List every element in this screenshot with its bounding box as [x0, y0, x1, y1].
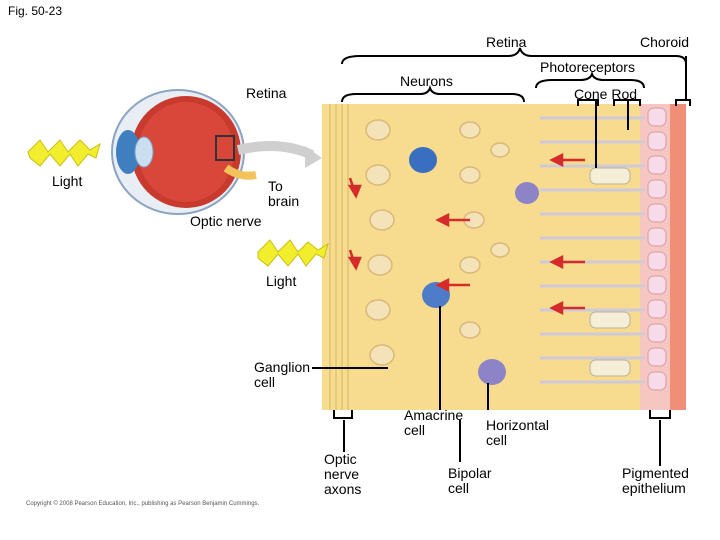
label-pigmented-epithelium: Pigmented epithelium [622, 465, 689, 496]
label-optic-nerve-axons: Optic nerve axons [324, 451, 362, 497]
epithelium-cells [647, 107, 667, 391]
brace-retina [341, 47, 687, 65]
ganglion-cells [365, 119, 395, 366]
label-light-mid: Light [266, 273, 297, 289]
lightning-left [27, 139, 101, 167]
label-neurons: Neurons [400, 73, 453, 89]
label-optic-nerve: Optic nerve [190, 213, 262, 229]
label-horizontal-cell: Horizontal cell [486, 417, 550, 448]
label-light-left: Light [52, 173, 83, 189]
bipolar-cells [459, 121, 510, 339]
brace-photoreceptors [535, 70, 645, 89]
label-to-brain: To brain [268, 178, 300, 209]
label-retina-top: Retina [486, 34, 527, 50]
brace-epithelium [649, 410, 671, 419]
zoom-arrowhead [305, 146, 322, 168]
highlight-cell-1 [409, 147, 437, 173]
label-cone-rod: Cone Rod [574, 86, 638, 102]
copyright: Copyright © 2008 Pearson Education, Inc.… [26, 501, 260, 507]
label-ganglion-cell: Ganglion cell [254, 359, 311, 390]
brace-optic-axons [333, 410, 353, 419]
figure-number: Fig. 50-23 [8, 4, 63, 18]
brace-choroid-top [675, 99, 691, 106]
cone-bodies [589, 167, 631, 377]
eye-illustration [111, 89, 257, 215]
label-photoreceptors: Photoreceptors [540, 59, 635, 75]
label-bipolar-cell: Bipolar cell [448, 465, 492, 496]
zoom-arrow [236, 141, 315, 160]
horizontal-cell-shape [478, 359, 506, 385]
label-choroid: Choroid [640, 34, 690, 50]
label-amacrine-cell: Amacrine cell [404, 407, 464, 438]
brace-neurons [341, 84, 525, 103]
horizontal-cell-1 [515, 182, 539, 204]
leader-lines [312, 56, 687, 466]
label-retina-eye: Retina [246, 85, 287, 101]
signal-arrows [347, 152, 585, 316]
lightning-mid [257, 239, 329, 267]
choroid-band [670, 104, 686, 410]
